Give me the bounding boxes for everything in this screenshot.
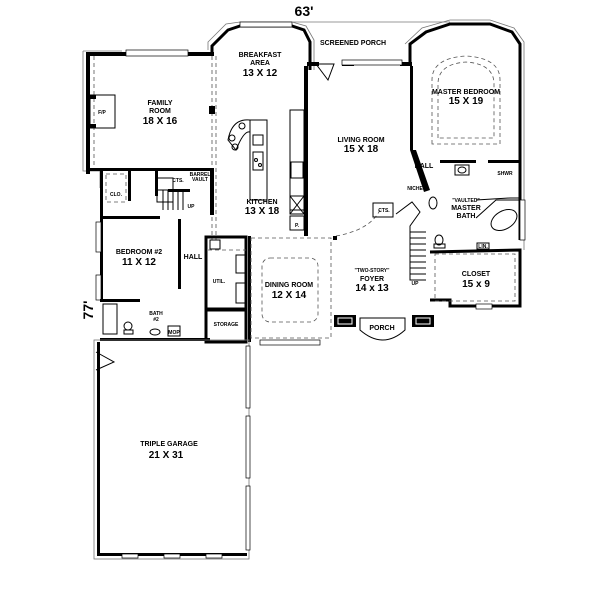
- overall-depth-label: 77': [80, 301, 96, 320]
- garage-name: TRIPLE GARAGE: [140, 441, 198, 448]
- bedroom-2: BEDROOM #2 11 X 12 HALL: [95, 219, 203, 302]
- fireplace-label: F/P: [98, 110, 106, 116]
- kitchen: P. KITCHEN 13 X 18: [227, 109, 305, 231]
- overall-width-label: 63': [295, 3, 314, 19]
- shower-label: SHWR: [497, 171, 513, 177]
- kitchen-size: 13 X 18: [245, 206, 280, 217]
- family-room-name-1: FAMILY: [147, 100, 172, 107]
- kitchen-name: KITCHEN: [246, 199, 277, 206]
- bedroom-2-size: 11 X 12: [122, 257, 156, 268]
- pantry-label: P.: [295, 223, 300, 229]
- garage-size: 21 X 31: [149, 450, 184, 461]
- clo-label: CLO.: [110, 192, 123, 198]
- family-room-name-2: ROOM: [149, 108, 171, 115]
- storage: STORAGE: [204, 308, 248, 344]
- porch-label: PORCH: [369, 325, 394, 332]
- utility: UTIL.: [204, 235, 248, 311]
- bath-2-name-1: BATH: [149, 311, 163, 317]
- porch: PORCH: [359, 317, 406, 341]
- master-bedroom: MASTER BEDROOM 15 X 19: [404, 19, 525, 250]
- living-room-size: 15 X 18: [344, 144, 379, 155]
- master-closet: CLOSET 15 x 9: [429, 248, 522, 310]
- mop-label: MOP: [168, 330, 180, 336]
- bath-2: BATH #2 MOP: [100, 303, 210, 341]
- master-bath-name-2: MASTER: [451, 205, 481, 212]
- hall-right-label: HALL: [415, 163, 434, 170]
- barrel-vault-label-1: BARREL: [190, 172, 211, 178]
- stair-area-left: CLO. CTS. BARREL VAULT UP: [100, 170, 214, 301]
- screened-porch: SCREENED PORCH: [292, 21, 450, 82]
- breakfast-name-2: AREA: [250, 60, 270, 67]
- breakfast-area: BREAKFAST AREA 13 X 12: [207, 21, 315, 79]
- cts-right-label: CTS.: [378, 208, 390, 214]
- cts-left-label: CTS.: [172, 178, 184, 184]
- triple-garage: TRIPLE GARAGE 21 X 31: [93, 339, 251, 560]
- hall-left-label: HALL: [184, 254, 203, 261]
- master-bath: HALL "VAULTED" MASTER BATH SHWR NICHE LI…: [407, 150, 526, 250]
- closet-size: 15 x 9: [462, 279, 490, 290]
- master-bedroom-size: 15 X 19: [449, 96, 484, 107]
- living-room: LIVING ROOM 15 X 18: [304, 66, 385, 237]
- dining-room-name: DINING ROOM: [265, 282, 313, 289]
- dining-room-size: 12 X 14: [272, 290, 307, 301]
- foyer-size: 14 x 13: [355, 283, 389, 294]
- niche-label: NICHE: [407, 186, 423, 192]
- master-bath-name-1: "VAULTED": [452, 198, 480, 204]
- family-room: F/P FAMILY ROOM 18 X 16: [86, 49, 217, 240]
- foyer-name-2: FOYER: [360, 276, 384, 283]
- bath-2-name-2: #2: [153, 317, 159, 323]
- master-bath-name-3: BATH: [457, 213, 476, 220]
- family-room-size: 18 X 16: [143, 116, 178, 127]
- living-room-name: LIVING ROOM: [337, 137, 384, 144]
- stair-up-right-label: UP: [412, 281, 420, 287]
- closet-name: CLOSET: [462, 271, 491, 278]
- dining-room: DINING ROOM 12 X 14: [248, 236, 337, 346]
- breakfast-name-1: BREAKFAST: [239, 52, 283, 59]
- linen-label: LIN.: [478, 244, 488, 250]
- foyer-name-1: "TWO-STORY": [354, 268, 390, 274]
- storage-label: STORAGE: [214, 322, 239, 328]
- stair-up-left-label: UP: [188, 204, 196, 210]
- barrel-vault-label-2: VAULT: [192, 177, 208, 183]
- utility-label: UTIL.: [213, 279, 226, 285]
- screened-porch-name: SCREENED PORCH: [320, 40, 386, 47]
- foyer: CTS. UP "TWO-STORY" FOYER 14 x 13: [334, 201, 434, 327]
- bedroom-2-name: BEDROOM #2: [116, 249, 162, 256]
- breakfast-size: 13 X 12: [243, 68, 278, 79]
- master-bedroom-name: MASTER BEDROOM: [432, 89, 500, 96]
